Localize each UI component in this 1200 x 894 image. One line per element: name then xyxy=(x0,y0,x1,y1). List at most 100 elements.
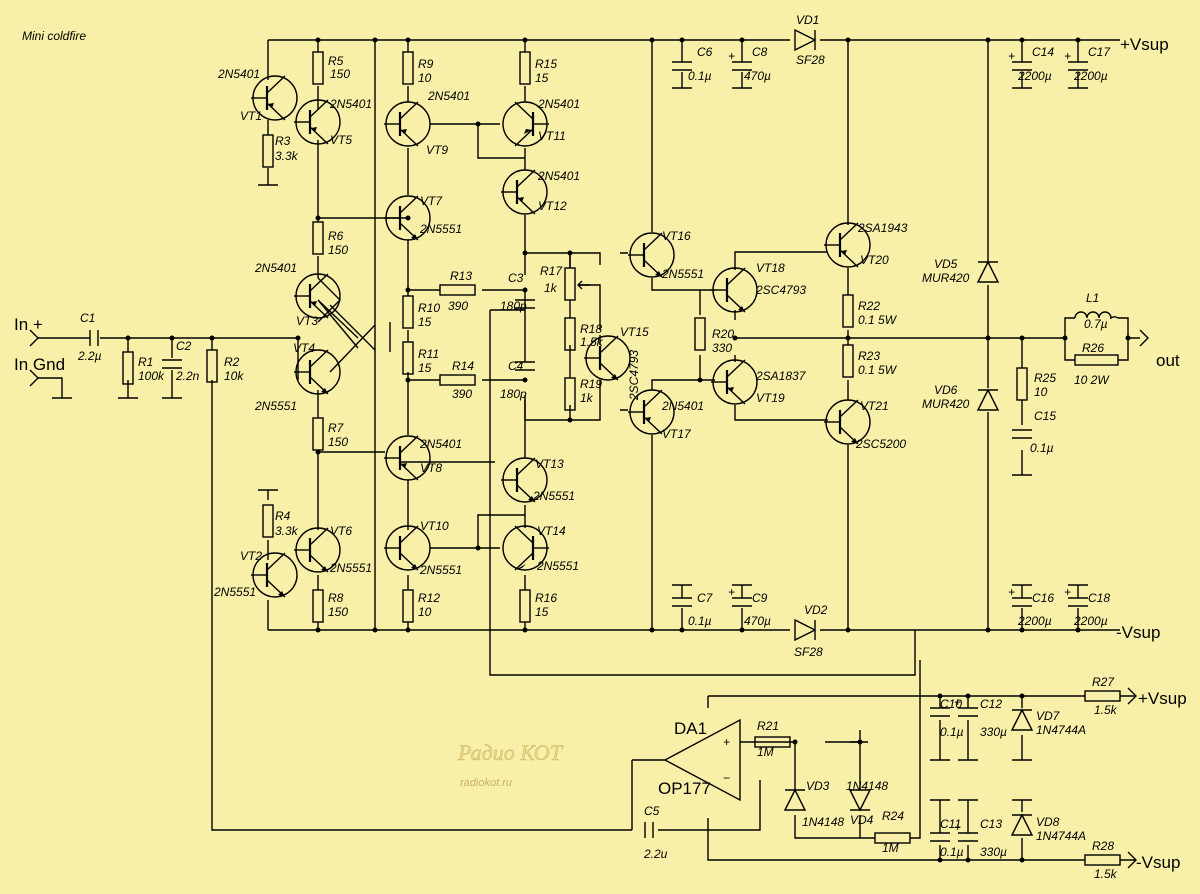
label-r27-value: 1.5k xyxy=(1094,703,1118,717)
label-vsup-neg-aux: -Vsup xyxy=(1136,853,1180,872)
label-r14-ref: R14 xyxy=(452,359,474,373)
capacitor-bodies: ++++++++ xyxy=(89,49,1088,842)
label-c12-value: 330µ xyxy=(980,725,1007,739)
diode-vd3 xyxy=(783,788,807,811)
transistor-vt13 xyxy=(501,457,548,503)
label-vt6-type: 2N5551 xyxy=(329,561,372,575)
resistor-r1 xyxy=(122,351,134,385)
label-vd8-ref: VD8 xyxy=(1036,815,1060,829)
label-vt17-ref: VT17 xyxy=(662,427,692,441)
transistor-vt10 xyxy=(384,525,431,571)
label-r7-ref: R7 xyxy=(328,421,345,435)
resistor-r25 xyxy=(1016,367,1028,401)
label-c9-ref: C9 xyxy=(752,591,768,605)
resistor-r17 xyxy=(564,267,576,301)
label-c11-value: 0.1µ xyxy=(940,845,964,859)
resistor-r13 xyxy=(439,284,476,296)
label-vt17-type: 2N5401 xyxy=(661,399,704,413)
label-r5-value: 150 xyxy=(330,67,350,81)
transistor-vt19 xyxy=(711,359,758,405)
label-vd8-type: 1N4744A xyxy=(1036,829,1086,843)
label-r27-ref: R27 xyxy=(1092,675,1115,689)
label-c7-value: 0.1µ xyxy=(688,614,712,628)
label-vd4-ref: VD4 xyxy=(850,813,874,827)
label-r8-value: 150 xyxy=(328,605,348,619)
label-vt5-type: 2N5401 xyxy=(329,97,372,111)
opamp-plus-sign: + xyxy=(723,735,730,749)
label-c15-value: 0.1µ xyxy=(1030,441,1054,455)
transistor-vt3 xyxy=(294,273,341,319)
capacitor-c4 xyxy=(515,361,535,371)
polarity-plus-icon: + xyxy=(728,585,735,599)
resistor-r7 xyxy=(312,417,324,451)
label-vt1-type: 2N5401 xyxy=(217,67,260,81)
label-vt14-ref: VT14 xyxy=(537,524,566,538)
label-vt16-ref: VT16 xyxy=(662,229,691,243)
junction-dots xyxy=(125,37,1131,863)
label-c4-ref: C4 xyxy=(508,359,524,373)
label-r26-value: 10 2W xyxy=(1074,373,1110,387)
label-out: out xyxy=(1156,351,1180,370)
opamp-symbol xyxy=(663,718,741,802)
label-vt4-type: 2N5551 xyxy=(254,399,297,413)
capacitor-c6 xyxy=(672,61,692,71)
resistor-r23 xyxy=(842,344,854,378)
label-c2-value: 2.2n xyxy=(175,369,200,383)
label-vt11-type: 2N5401 xyxy=(537,97,580,111)
resistor-r12 xyxy=(402,589,414,623)
label-r24-ref: R24 xyxy=(882,809,904,823)
label-r16-ref: R16 xyxy=(535,591,557,605)
transistor-vt15 xyxy=(584,335,631,381)
label-r15-value: 15 xyxy=(535,71,549,85)
inductor-symbol xyxy=(1074,311,1119,320)
capacitor-c3 xyxy=(515,299,535,309)
capacitor-c13 xyxy=(958,832,978,842)
label-vt15-ref: VT15 xyxy=(620,325,649,339)
label-r23-value: 0.1 5W xyxy=(858,363,898,377)
label-vt8-type: 2N5401 xyxy=(419,437,462,451)
label-r22-value: 0.1 5W xyxy=(858,313,898,327)
label-r14-value: 390 xyxy=(452,387,472,401)
polarity-plus-icon: + xyxy=(1008,585,1015,599)
capacitor-c5 xyxy=(644,822,654,838)
diode-vd8 xyxy=(1010,813,1034,836)
wiring xyxy=(38,39,1140,861)
label-r28-ref: R28 xyxy=(1092,839,1114,853)
transistor-vt11 xyxy=(502,101,549,147)
label-r15-ref: R15 xyxy=(535,57,557,71)
transistor-vt20 xyxy=(824,222,871,268)
label-vt19-type: 2SA1837 xyxy=(755,369,807,383)
label-r13-value: 390 xyxy=(448,299,468,313)
label-vd3-ref: VD3 xyxy=(806,779,830,793)
label-vt14-type: 2N5551 xyxy=(536,559,579,573)
resistor-r22 xyxy=(842,294,854,328)
label-r13-ref: R13 xyxy=(450,269,472,283)
label-r2-value: 10k xyxy=(224,369,244,383)
label-vt7-ref: VT7 xyxy=(420,194,443,208)
label-r3-value: 3.3k xyxy=(275,149,299,163)
label-c3-value: 180p xyxy=(500,299,527,313)
capacitor-c7 xyxy=(672,597,692,607)
label-c8-ref: C8 xyxy=(752,45,768,59)
label-r8-ref: R8 xyxy=(328,591,344,605)
capacitor-c15 xyxy=(1012,429,1032,439)
label-in-gnd: In Gnd xyxy=(14,355,65,374)
label-c8-value: 470µ xyxy=(744,69,771,83)
label-c6-value: 0.1µ xyxy=(688,69,712,83)
label-vt21-ref: VT21 xyxy=(860,399,889,413)
diode-vd2 xyxy=(794,618,817,642)
label-c10-ref: C10 xyxy=(940,697,962,711)
label-vd4-type: 1N4148 xyxy=(846,779,888,793)
label-vt12-type: 2N5401 xyxy=(537,169,580,183)
diode-vd6 xyxy=(976,388,1000,411)
label-r23-ref: R23 xyxy=(858,349,880,363)
label-c14-ref: C14 xyxy=(1032,45,1054,59)
label-r26-ref: R26 xyxy=(1082,341,1104,355)
label-in-plus: In + xyxy=(14,315,43,334)
watermark-logo: Радио КОТ xyxy=(457,740,564,765)
polarity-plus-icon: + xyxy=(1064,585,1071,599)
capacitor-c1 xyxy=(89,330,99,346)
label-r24-value: 1M xyxy=(882,841,899,855)
label-da1-ref: DA1 xyxy=(674,719,707,738)
pot-wiper-icon xyxy=(577,280,590,290)
